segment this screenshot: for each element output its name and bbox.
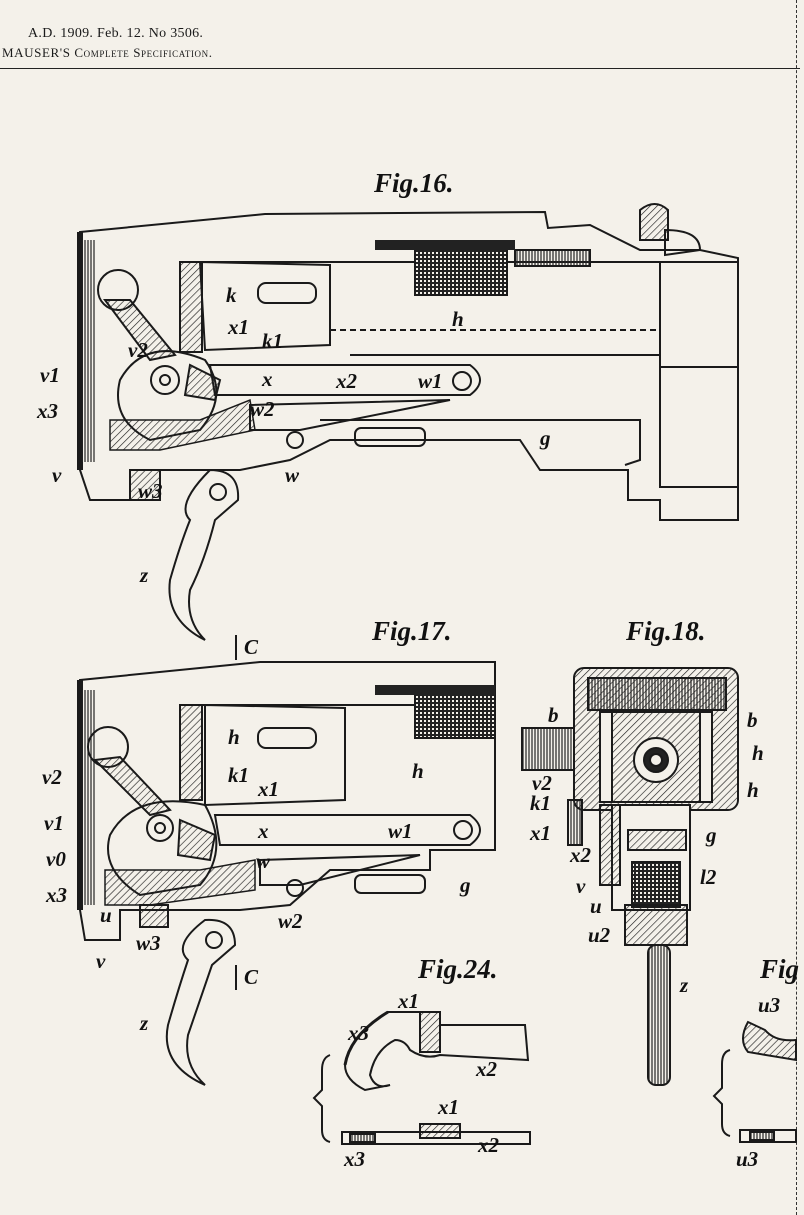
fig16-label-g: g — [539, 426, 551, 450]
fig16-label-v1: v1 — [40, 363, 60, 387]
fig18-label-h-lower: h — [747, 778, 759, 802]
fig17-label-C-bottom: C — [244, 965, 259, 989]
fig17-label-h-2: h — [412, 759, 424, 783]
fig16-label-w1: w1 — [418, 369, 443, 393]
fig18-label-x2: x2 — [569, 843, 592, 867]
figure-17: Fig.17. — [42, 616, 496, 1086]
fig-cropped-label-u3-bottom: u3 — [736, 1147, 758, 1171]
fig16-label-x2: x2 — [335, 369, 358, 393]
figure-16: Fig.16. — [36, 168, 739, 641]
fig16-label-x3: x3 — [36, 399, 58, 423]
page-header: A.D. 1909. Feb. 12. No 3506. MAUSER'S Co… — [0, 8, 800, 70]
figure-24: Fig.24. x1 x3 x2 x1 x3 x2 — [312, 954, 531, 1171]
fig24-label-x1-bottom: x1 — [437, 1095, 459, 1119]
fig17-label-v1: v1 — [44, 811, 64, 835]
fig16-label-z: z — [139, 563, 149, 587]
fig16-label-v2: v2 — [128, 338, 148, 362]
fig17-label-z: z — [139, 1011, 149, 1035]
fig17-label-w1: w1 — [388, 819, 413, 843]
fig18-label-b-left: b — [548, 703, 559, 727]
fig17-label-v2: v2 — [42, 765, 62, 789]
figure-cropped-title: Fig — [759, 954, 799, 984]
fig18-label-u2: u2 — [588, 923, 611, 947]
fig18-label-h-upper: h — [752, 741, 764, 765]
fig18-label-g: g — [705, 823, 717, 847]
fig17-label-w: w — [256, 849, 271, 873]
fig16-label-w3: w3 — [138, 479, 163, 503]
fig17-label-g: g — [459, 873, 471, 897]
fig18-label-z: z — [679, 973, 689, 997]
fig17-label-k1: k1 — [228, 763, 249, 787]
fig16-label-x: x — [261, 367, 273, 391]
fig17-label-v0: v0 — [46, 847, 66, 871]
fig16-label-w: w — [285, 463, 300, 487]
fig24-label-x3-bottom: x3 — [343, 1147, 365, 1171]
figure-24-title: Fig.24. — [417, 954, 498, 984]
fig17-label-w3: w3 — [136, 931, 161, 955]
header-date-number: A.D. 1909. Feb. 12. No 3506. — [28, 26, 204, 41]
fig17-label-x3: x3 — [45, 883, 67, 907]
fig17-label-w2: w2 — [278, 909, 303, 933]
fig18-label-k1: k1 — [530, 791, 551, 815]
page-edge-rule — [796, 0, 797, 1215]
fig18-label-b-right: b — [747, 708, 758, 732]
fig16-label-x1: x1 — [227, 315, 249, 339]
fig18-label-l2: l2 — [700, 865, 717, 889]
header-rule — [0, 68, 800, 69]
fig17-label-x: x — [257, 819, 269, 843]
fig-cropped-label-u3-top: u3 — [758, 993, 780, 1017]
fig17-label-x1: x1 — [257, 777, 279, 801]
figure-18-title: Fig.18. — [625, 616, 706, 646]
fig16-label-h: h — [452, 307, 464, 331]
fig17-label-h-1: h — [228, 725, 240, 749]
figure-16-title: Fig.16. — [373, 168, 454, 198]
fig18-label-u: u — [590, 894, 602, 918]
fig24-label-x1-top: x1 — [397, 989, 419, 1013]
fig24-label-x2-bottom: x2 — [477, 1133, 500, 1157]
figure-17-title: Fig.17. — [371, 616, 452, 646]
fig16-label-k: k — [226, 283, 237, 307]
fig16-label-v: v — [52, 463, 62, 487]
fig18-label-v: v — [576, 874, 586, 898]
fig18-label-x1: x1 — [529, 821, 551, 845]
figure-18: Fig.18. b b h h v2 k1 x1 — [521, 616, 764, 1086]
figure-cropped-right: Fig u3 u3 — [712, 954, 799, 1171]
fig17-label-C-top: C — [244, 635, 259, 659]
fig24-label-x3-top: x3 — [347, 1021, 369, 1045]
fig18-label-v2: v2 — [532, 771, 552, 795]
fig16-label-w2: w2 — [250, 397, 275, 421]
fig17-label-v: v — [96, 949, 106, 973]
fig24-label-x2-top: x2 — [475, 1057, 498, 1081]
header-specification-title: MAUSER'S Complete Specification. — [2, 45, 213, 60]
fig17-label-u: u — [100, 903, 112, 927]
fig16-label-k1: k1 — [262, 329, 283, 353]
